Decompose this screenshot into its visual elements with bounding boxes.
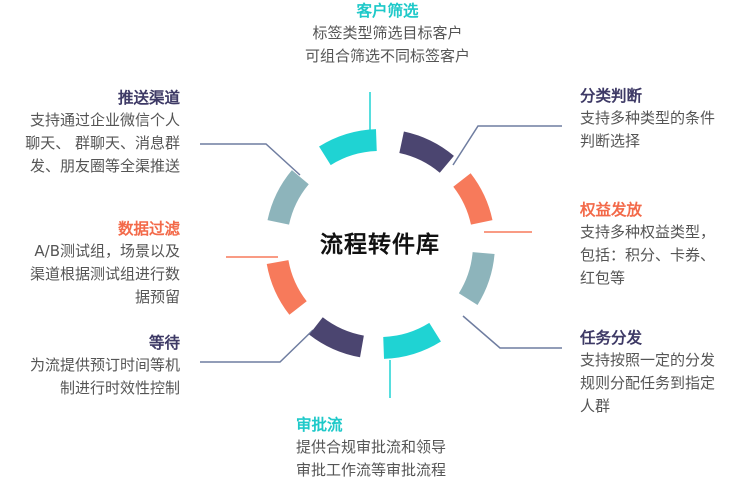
node-title: 权益发放 (580, 201, 643, 219)
connector-wait (200, 329, 314, 363)
ring-segment-push-channel (267, 170, 310, 226)
ring-segment-task-dispatch (458, 251, 495, 305)
node-title: 等待 (148, 334, 180, 352)
node-desc: 支持通过企业微信个人 聊天、 群聊天、消息群 发、朋友圈等全渠推送 (25, 111, 180, 175)
node-title: 分类判断 (580, 87, 643, 105)
node-title: 推送渠道 (117, 89, 180, 107)
connector-category-judge (452, 125, 562, 166)
node-benefit-issue: 权益发放 支持多种权益类型， 包括：积分、卡券、 红包等 (580, 199, 745, 290)
node-desc: A/B测试组，场景以及 渠道根据测试组进行数 据预留 (29, 242, 180, 306)
ring-segment-benefit-issue (453, 173, 493, 226)
node-customer-filter: 客户筛选 标签类型筛选目标客户 可组合筛选不同标签客户 (285, 0, 490, 68)
node-title: 客户筛选 (356, 2, 419, 20)
ring-segment-category-judge (398, 131, 454, 174)
node-category-judge: 分类判断 支持多种类型的条件 判断选择 (580, 85, 745, 153)
node-title: 审批流 (296, 416, 343, 434)
ring-segment-wait (309, 317, 365, 358)
node-desc: 支持按照一定的分发 规则分配任务到指定 人群 (580, 351, 716, 415)
node-desc: 支持多种类型的条件 判断选择 (580, 109, 716, 150)
node-title: 任务分发 (580, 329, 643, 347)
ring-segment-customer-filter (319, 129, 378, 166)
ring-segment-approval-flow (382, 322, 441, 359)
node-wait: 等待 为流提供预订时间等机 制进行时效性控制 (2, 332, 180, 400)
connector-task-dispatch (462, 315, 562, 349)
node-desc: 提供合规审批流和领导 审批工作流等审批流程 (296, 438, 447, 479)
node-task-dispatch: 任务分发 支持按照一定的分发 规则分配任务到指定 人群 (580, 327, 745, 418)
node-approval-flow: 审批流 提供合规审批流和领导 审批工作流等审批流程 (296, 414, 516, 482)
node-desc: 为流提供预订时间等机 制进行时效性控制 (29, 356, 180, 397)
node-desc: 支持多种权益类型， 包括：积分、卡券、 红包等 (580, 223, 716, 287)
node-title: 数据过滤 (117, 220, 180, 238)
ring-segment-data-filter (266, 259, 307, 315)
connector-push-channel (200, 143, 301, 176)
node-desc: 标签类型筛选目标客户 可组合筛选不同标签客户 (304, 24, 470, 65)
node-push-channel: 推送渠道 支持通过企业微信个人 聊天、 群聊天、消息群 发、朋友圈等全渠推送 (2, 87, 180, 178)
center-title: 流程转件库 (320, 232, 440, 258)
node-data-filter: 数据过滤 A/B测试组，场景以及 渠道根据测试组进行数 据预留 (2, 218, 180, 309)
